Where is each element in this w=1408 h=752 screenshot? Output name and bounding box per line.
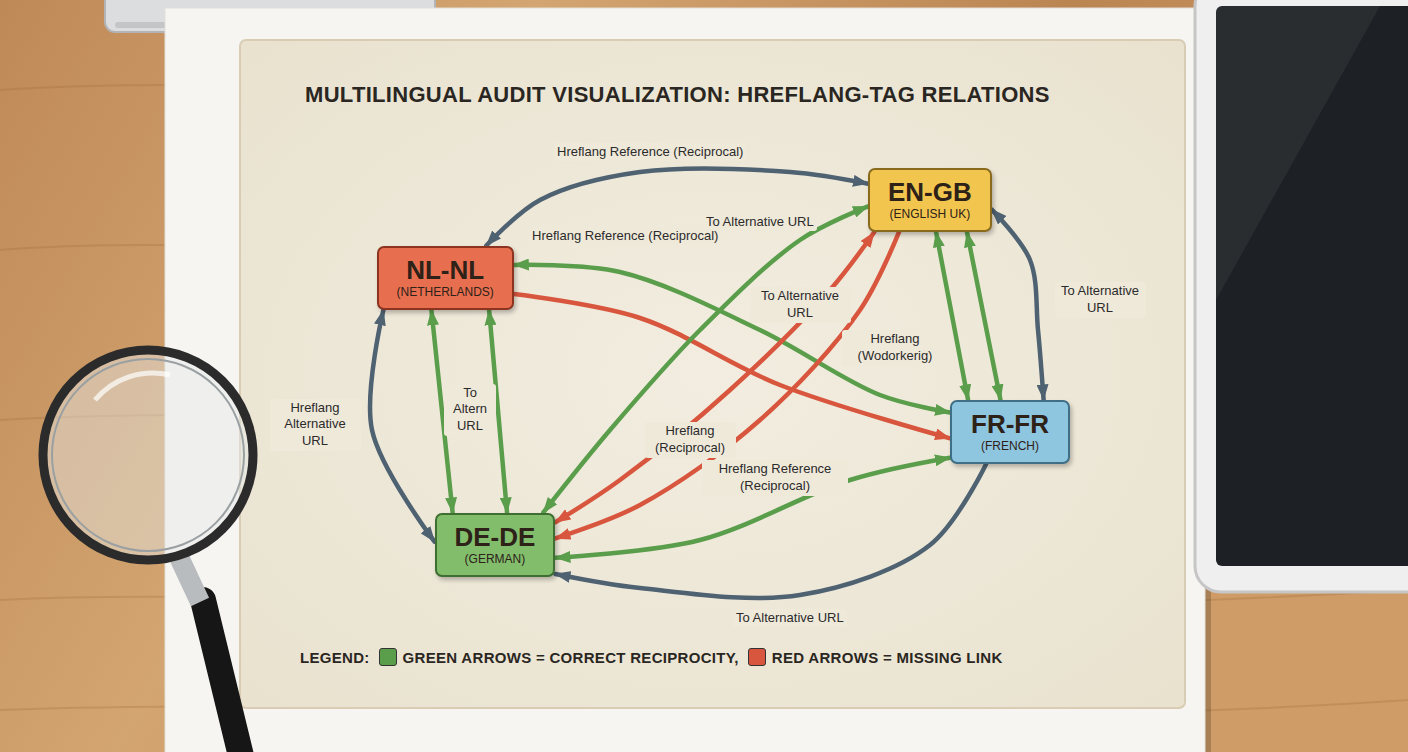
connector-group <box>370 168 1044 598</box>
lens-inner-rim <box>52 359 244 551</box>
edge-label: To Alternative URL <box>703 213 817 232</box>
edge-label: To Altern URL <box>444 384 496 437</box>
legend-row: LEGEND: GREEN ARROWS = CORRECT RECIPROCIT… <box>300 648 1003 666</box>
paper-sheet <box>165 8 1205 752</box>
locale-name: (ENGLISH UK) <box>888 207 972 223</box>
tablet-frame <box>1195 0 1408 592</box>
legend-swatch <box>748 648 766 666</box>
magnifier-handle <box>203 600 242 752</box>
hreflang-arrow <box>992 210 1044 400</box>
edge-label: Hreflang Reference (Reciprocal) <box>554 143 746 162</box>
diagram-card <box>240 40 1185 708</box>
edge-label: Hreflang (Wodorkerig) <box>842 330 948 366</box>
hreflang-arrow <box>555 232 899 538</box>
locale-name: (FRENCH) <box>970 439 1050 455</box>
paper-shadow <box>171 14 1211 752</box>
magnifier-collar <box>178 555 200 602</box>
hreflang-arrow <box>555 458 950 558</box>
locale-code: EN-GB <box>888 178 972 207</box>
legend-entry: RED ARROWS = MISSING LINK <box>748 648 1003 666</box>
locale-name: (GERMAN) <box>455 552 536 568</box>
edge-label: Hreflang Reference (Reciprocal) <box>702 460 848 496</box>
hreflang-arrow <box>370 310 434 541</box>
magnifier-lens <box>43 350 253 560</box>
locale-code: FR-FR <box>970 410 1050 439</box>
edge-label: Hreflang Reference (Reciprocal) <box>529 227 721 246</box>
locale-box: NL-NL(NETHERLANDS) <box>377 246 514 311</box>
legend-heading: LEGEND: <box>300 649 370 666</box>
screen-glare <box>1216 6 1380 300</box>
locale-box: DE-DE(GERMAN) <box>435 513 556 578</box>
edge-label: Hreflang Alternative URL <box>270 399 361 452</box>
locale-box: EN-GB(ENGLISH UK) <box>868 168 992 233</box>
locale-code: NL-NL <box>397 256 494 285</box>
legend-swatch <box>379 648 397 666</box>
locale-name: (NETHERLANDS) <box>397 285 494 301</box>
hreflang-arrow <box>936 232 968 399</box>
legend-entry: GREEN ARROWS = CORRECT RECIPROCITY, <box>379 648 739 666</box>
locale-code: DE-DE <box>455 523 536 552</box>
diagram-title: MULTILINGUAL AUDIT VISUALIZATION: HREFLA… <box>305 82 1050 108</box>
lens-glint <box>95 373 170 400</box>
legend-text: GREEN ARROWS = CORRECT RECIPROCITY, <box>403 649 739 666</box>
edge-label: To Alternative URL <box>1055 282 1146 318</box>
magnifying-glass <box>43 350 253 752</box>
hreflang-arrow <box>514 294 950 438</box>
legend-text: RED ARROWS = MISSING LINK <box>772 649 1003 666</box>
hreflang-arrow <box>967 232 1000 399</box>
edge-label: Hreflang (Reciprocal) <box>645 422 736 458</box>
hreflang-arrow <box>555 232 874 522</box>
edge-label: To Alternative URL <box>733 609 847 628</box>
tablet <box>1195 0 1408 592</box>
tablet-screen <box>1216 6 1408 566</box>
locale-box: FR-FR(FRENCH) <box>950 400 1070 465</box>
edge-label: To Alternative URL <box>750 287 851 323</box>
